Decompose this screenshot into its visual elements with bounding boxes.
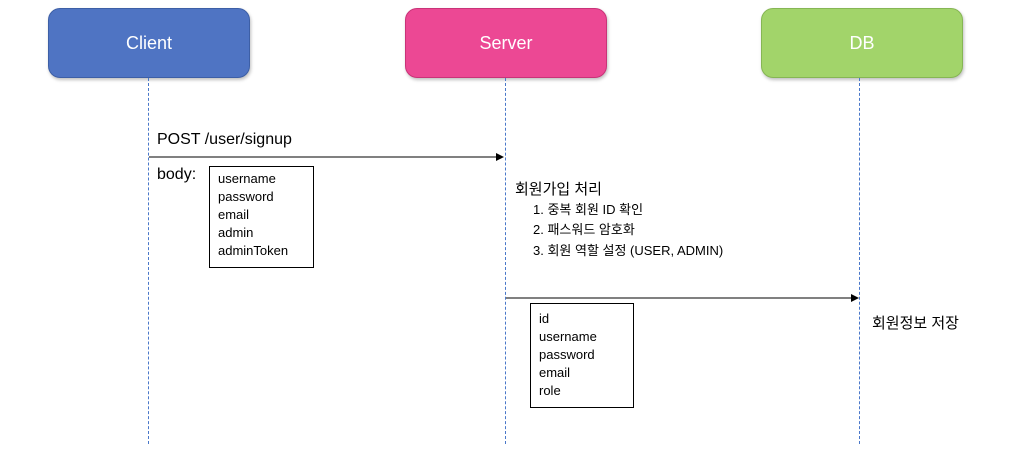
db-label: DB <box>849 32 875 53</box>
server-process-title: 회원가입 처리 <box>515 181 602 198</box>
save-field: email <box>539 365 571 380</box>
client-participant: Client <box>48 8 250 78</box>
save-field: id <box>539 311 550 326</box>
request-field: username <box>218 171 276 186</box>
request-body-box: username password email admin adminToken <box>209 166 314 268</box>
server-process-step: 3. 회원 역할 설정 (USER, ADMIN) <box>533 243 724 258</box>
db-action-label: 회원정보 저장 <box>872 315 959 332</box>
db-lifeline <box>859 78 860 444</box>
server-lifeline <box>505 78 506 444</box>
body-label: body: <box>157 166 197 183</box>
save-field: role <box>539 383 561 398</box>
signup-request-label: POST /user/signup <box>157 131 292 148</box>
save-field: password <box>539 347 595 362</box>
server-participant: Server <box>405 8 607 78</box>
server-process-step: 1. 중복 회원 ID 확인 <box>533 202 644 217</box>
request-field: adminToken <box>218 243 289 258</box>
save-field: username <box>539 329 597 344</box>
request-field: admin <box>218 225 254 240</box>
db-participant: DB <box>761 8 963 78</box>
client-label: Client <box>125 32 173 53</box>
client-lifeline <box>148 78 149 444</box>
server-process-step: 2. 패스워드 암호화 <box>533 222 635 237</box>
request-field: email <box>218 207 250 222</box>
save-payload-box: id username password email role <box>530 303 634 408</box>
request-field: password <box>218 189 274 204</box>
server-label: Server <box>479 32 533 53</box>
